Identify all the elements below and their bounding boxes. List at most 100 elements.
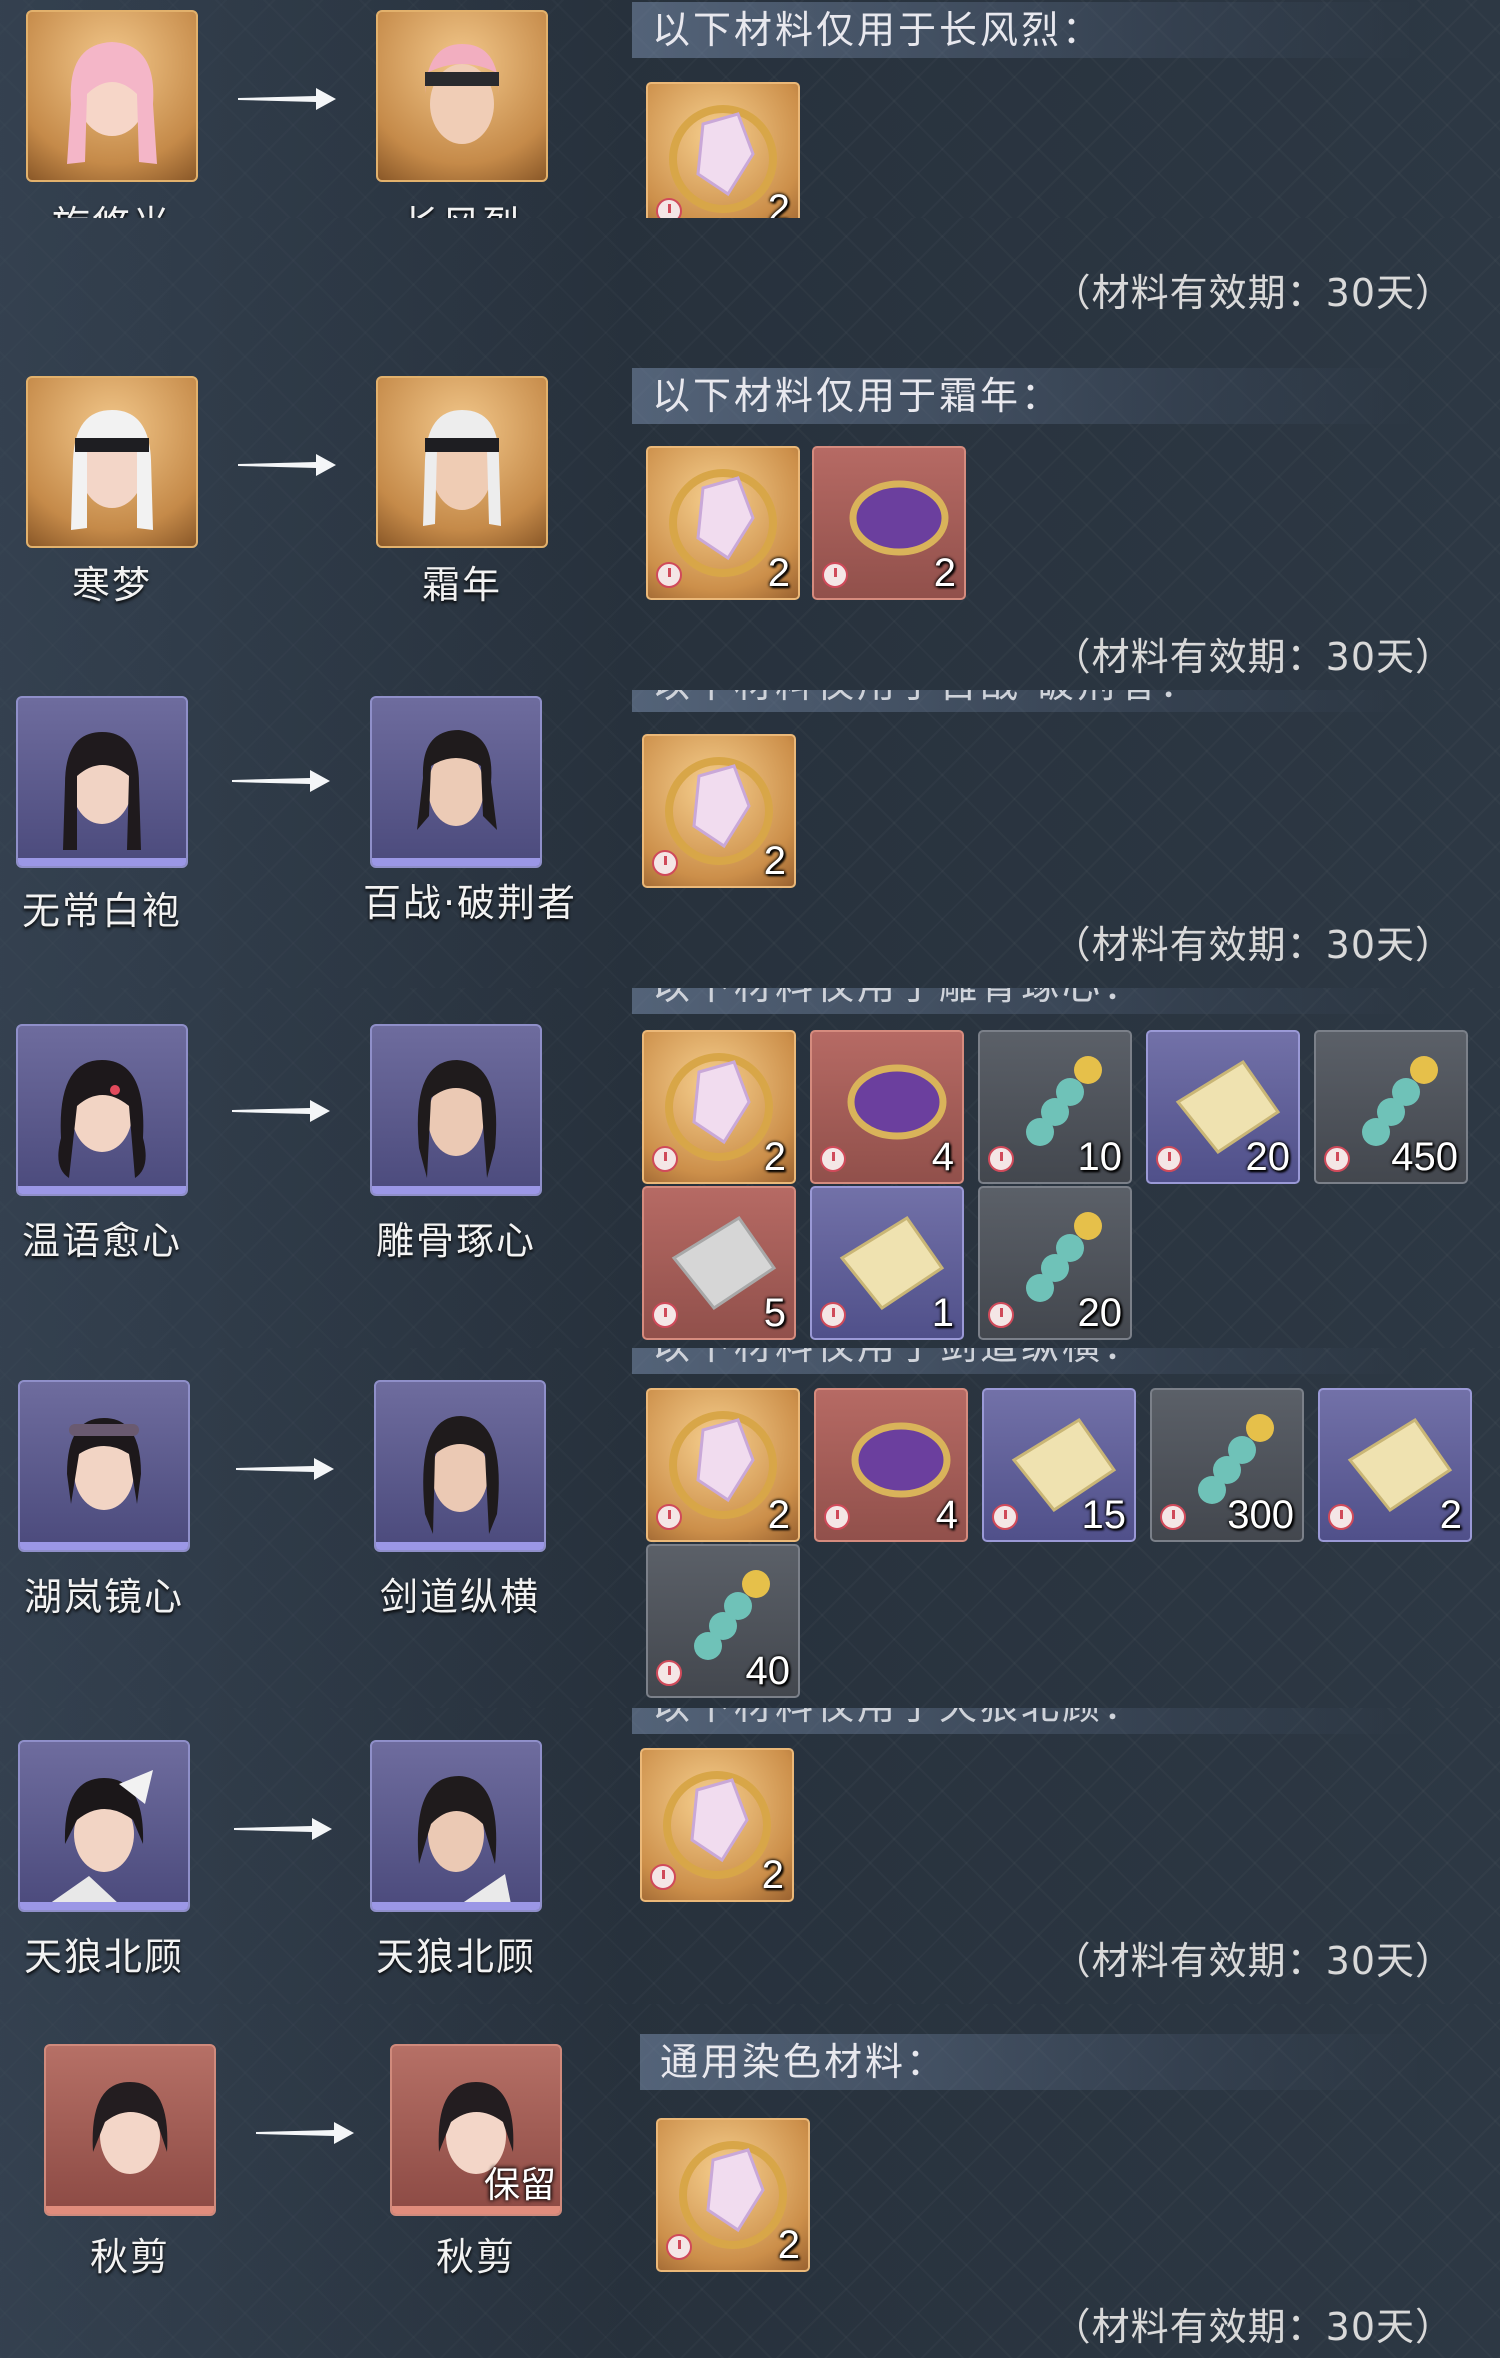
time-limit-icon	[988, 1146, 1014, 1172]
target-hairstyle-name: 长风烈	[362, 194, 562, 218]
crystal-material-slot[interactable]: 2	[642, 734, 796, 888]
cloth-material-slot[interactable]: 1	[810, 1186, 964, 1340]
time-limit-icon	[656, 1660, 682, 1686]
item-quantity: 4	[935, 1493, 958, 1537]
time-limit-icon	[656, 1504, 682, 1530]
item-quantity: 2	[767, 551, 790, 595]
time-limit-icon	[822, 562, 848, 588]
validity-notice: （材料有效期：30天）	[1052, 635, 1454, 679]
hairstyle-row-7: 保留 秋剪 秋剪 通用染色材料： 2 （材料有效期：30天）	[0, 2004, 1500, 2358]
source-hairstyle-icon[interactable]	[44, 2044, 216, 2216]
source-hairstyle-name: 旋悠光	[12, 194, 212, 218]
source-hairstyle-name: 秋剪	[89, 2235, 170, 2279]
time-limit-icon	[666, 2234, 692, 2260]
ring-material-slot[interactable]: 4	[814, 1388, 968, 1542]
item-quantity: 300	[1227, 1493, 1294, 1537]
target-hairstyle-icon[interactable]	[376, 376, 548, 548]
source-hairstyle-name: 寒梦	[71, 563, 152, 607]
source-hairstyle-icon[interactable]	[26, 10, 198, 182]
arrow-icon	[234, 1816, 332, 1842]
bottle-material-slot[interactable]: 300	[1150, 1388, 1304, 1542]
target-hairstyle-name: 天狼北顾	[375, 1935, 536, 1979]
target-hairstyle-icon[interactable]	[374, 1380, 546, 1552]
materials-header: 以下材料仅用于长风烈：	[632, 2, 1412, 58]
target-hairstyle-icon[interactable]	[370, 696, 542, 868]
hairstyle-row-2: （材料有效期：30天） 寒梦 霜年 以下材料仅用于霜年： 2 2 （材料有效期：…	[0, 218, 1500, 692]
crystal-material-slot[interactable]: 2	[656, 2118, 810, 2272]
time-limit-icon	[824, 1504, 850, 1530]
source-hairstyle-name: 天狼北顾	[23, 1935, 184, 1979]
source-hairstyle-name: 湖岚镜心	[23, 1575, 184, 1619]
bottle-material-slot[interactable]: 10	[978, 1030, 1132, 1184]
hairstyle-row-6: 天狼北顾 天狼北顾 以下材料仅用于天狼北顾： 2 （材料有效期：30天）	[0, 1708, 1500, 2006]
crystal-material-slot[interactable]: 2	[646, 1388, 800, 1542]
target-hairstyle-name: 剑道纵横	[379, 1575, 540, 1619]
item-quantity: 2	[1439, 1493, 1462, 1537]
item-quantity: 2	[763, 1135, 786, 1179]
materials-header: 以下材料仅用于天狼北顾：	[632, 1708, 1412, 1734]
time-limit-icon	[820, 1302, 846, 1328]
materials-header: 以下材料仅用于霜年：	[632, 368, 1412, 424]
target-hairstyle-icon[interactable]: 保留	[390, 2044, 562, 2216]
validity-notice: （材料有效期：30天）	[1052, 923, 1454, 967]
item-quantity: 10	[1077, 1135, 1123, 1179]
source-hairstyle-icon[interactable]	[16, 1024, 188, 1196]
source-hairstyle-icon[interactable]	[18, 1740, 190, 1912]
materials-header: 通用染色材料：	[640, 2034, 1420, 2090]
item-quantity: 20	[1077, 1291, 1123, 1335]
cloth-material-slot[interactable]: 20	[1146, 1030, 1300, 1184]
cloth-material-slot[interactable]: 15	[982, 1388, 1136, 1542]
cloth-material-slot[interactable]: 5	[642, 1186, 796, 1340]
time-limit-icon	[656, 198, 682, 218]
time-limit-icon	[1160, 1504, 1186, 1530]
item-quantity: 2	[777, 2223, 800, 2267]
item-quantity: 2	[763, 839, 786, 883]
source-hairstyle-name: 温语愈心	[21, 1219, 182, 1263]
ring-material-slot[interactable]: 4	[810, 1030, 964, 1184]
source-hairstyle-icon[interactable]	[16, 696, 188, 868]
target-hairstyle-icon[interactable]	[370, 1740, 542, 1912]
time-limit-icon	[992, 1504, 1018, 1530]
time-limit-icon	[1328, 1504, 1354, 1530]
item-quantity: 15	[1081, 1493, 1127, 1537]
bottle-material-slot[interactable]: 40	[646, 1544, 800, 1698]
bottle-material-slot[interactable]: 450	[1314, 1030, 1468, 1184]
item-quantity: 2	[767, 1493, 790, 1537]
validity-notice: （材料有效期：30天）	[1052, 1939, 1454, 1983]
validity-notice: （材料有效期：30天）	[1052, 2305, 1454, 2349]
time-limit-icon	[652, 850, 678, 876]
crystal-material-slot[interactable]: 2	[646, 82, 800, 220]
source-hairstyle-name: 无常白袍	[21, 889, 182, 933]
crystal-material-slot[interactable]: 2	[640, 1748, 794, 1902]
arrow-icon	[256, 2120, 354, 2146]
item-quantity: 2	[767, 187, 790, 220]
source-hairstyle-icon[interactable]	[26, 376, 198, 548]
time-limit-icon	[650, 1864, 676, 1890]
materials-header: 以下材料仅用于剑道纵横：	[632, 1348, 1412, 1374]
item-quantity: 20	[1245, 1135, 1291, 1179]
ring-material-slot[interactable]: 2	[812, 446, 966, 600]
validity-notice-prev: （材料有效期：30天）	[1052, 271, 1454, 315]
source-hairstyle-icon[interactable]	[18, 1380, 190, 1552]
cloth-material-slot[interactable]: 2	[1318, 1388, 1472, 1542]
hairstyle-row-1: 旋悠光 长风烈 以下材料仅用于长风烈： 2 （材料有效期：30天）	[0, 0, 1500, 220]
materials-header: 以下材料仅用于雕骨琢心：	[632, 988, 1412, 1014]
target-hairstyle-name: 雕骨琢心	[375, 1219, 536, 1263]
item-quantity: 2	[761, 1853, 784, 1897]
target-hairstyle-icon[interactable]	[376, 10, 548, 182]
crystal-material-slot[interactable]: 2	[646, 446, 800, 600]
target-hairstyle-icon[interactable]	[370, 1024, 542, 1196]
bottle-material-slot[interactable]: 20	[978, 1186, 1132, 1340]
item-quantity: 2	[933, 551, 956, 595]
item-quantity: 1	[931, 1291, 954, 1335]
item-quantity: 5	[763, 1291, 786, 1335]
time-limit-icon	[652, 1302, 678, 1328]
item-quantity: 40	[745, 1649, 791, 1693]
arrow-icon	[236, 1456, 334, 1482]
time-limit-icon	[1324, 1146, 1350, 1172]
crystal-material-slot[interactable]: 2	[642, 1030, 796, 1184]
time-limit-icon	[988, 1302, 1014, 1328]
time-limit-icon	[1156, 1146, 1182, 1172]
arrow-icon	[232, 1098, 330, 1124]
